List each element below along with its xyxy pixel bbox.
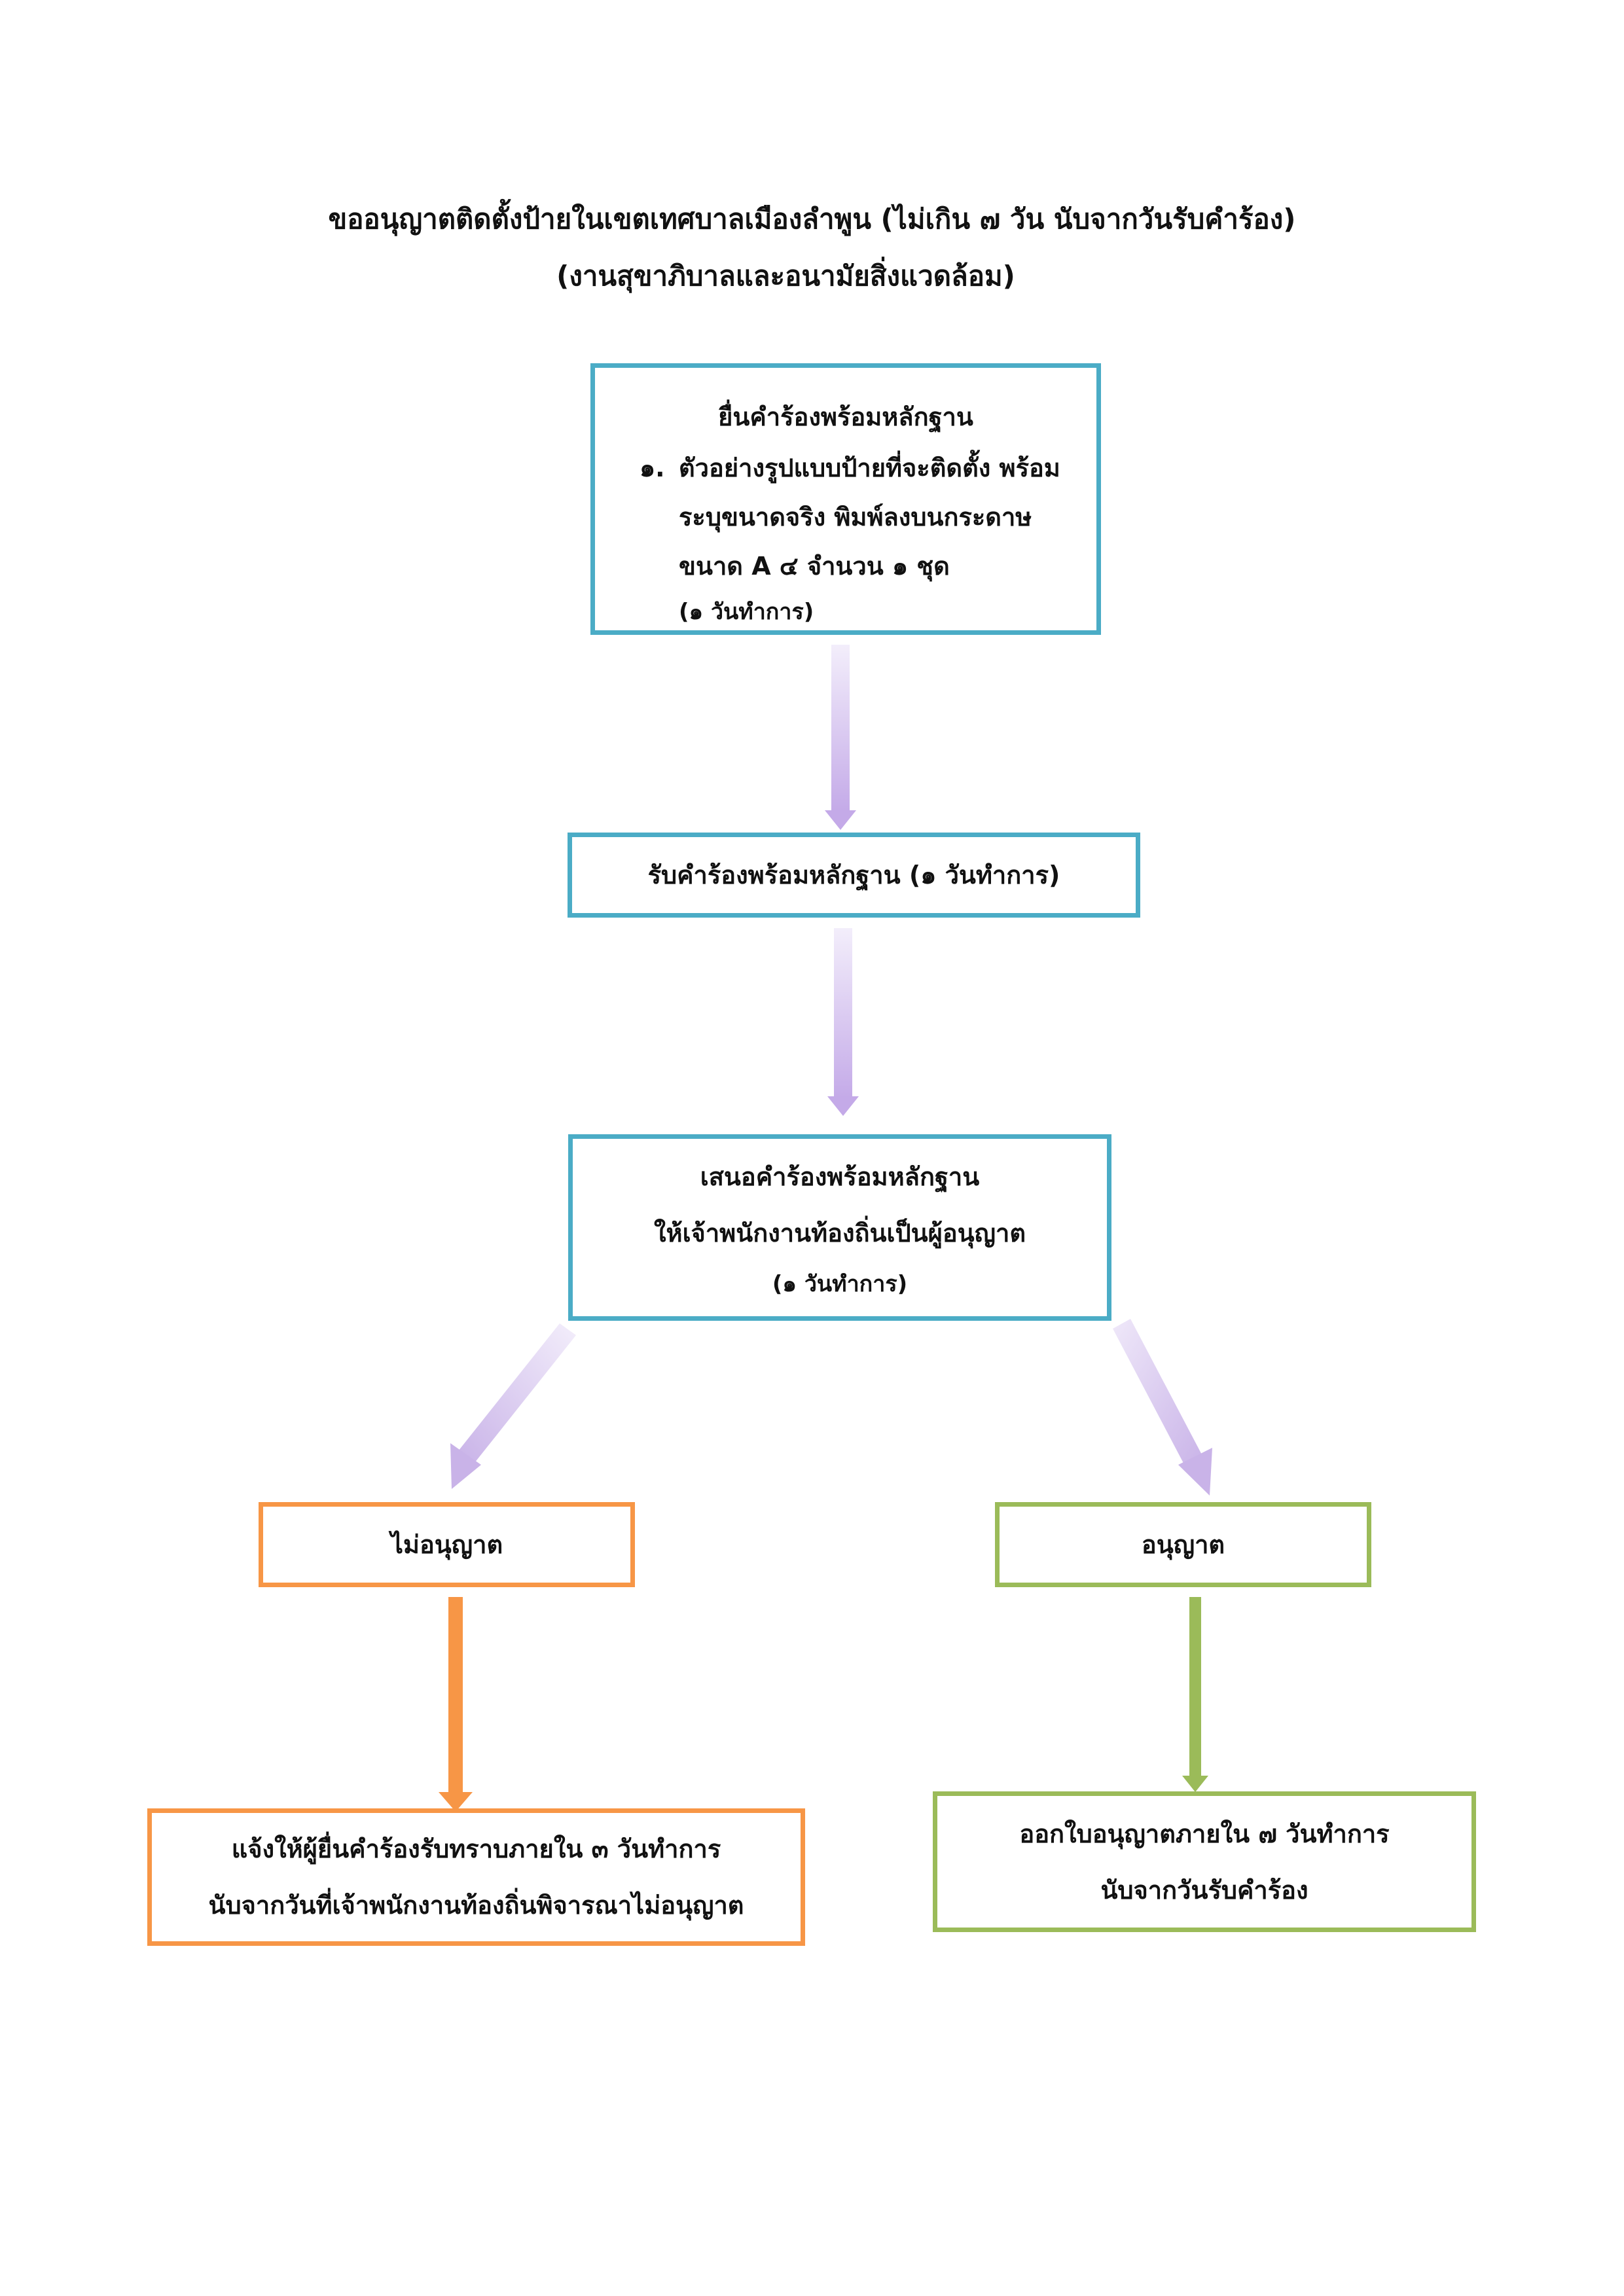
- deny-result-box: แจ้งให้ผู้ยื่นคำร้องรับทราบภายใน ๓ วันทำ…: [147, 1808, 805, 1946]
- deny-decision-box: ไม่อนุญาต: [259, 1502, 635, 1587]
- step1-item-line-2: ระบุขนาดจริง พิมพ์ลงบนกระดาษ: [679, 503, 1032, 531]
- title-line-2: (งานสุขาภิบาลและอนามัยสิ่งแวดล้อม): [556, 260, 1015, 292]
- approve-decision-box: อนุญาต: [995, 1502, 1371, 1587]
- deny-result-line-2: นับจากวันที่เจ้าพนักงานท้องถิ่นพิจารณาไม…: [208, 1891, 744, 1920]
- step-receive-request-box: รับคำร้องพร้อมหลักฐาน (๑ วันทำการ): [568, 833, 1140, 918]
- arrow-step3-to-deny: [450, 1323, 576, 1489]
- step1-item-line-1: ตัวอย่างรูปแบบป้ายที่จะติดตั้ง พร้อม: [679, 454, 1060, 482]
- approve-result-line-2: นับจากวันรับคำร้อง: [1100, 1875, 1308, 1905]
- step-submit-request-box: ยื่นคำร้องพร้อมหลักฐาน ๑. ตัวอย่างรูปแบบ…: [590, 363, 1101, 635]
- approve-label: อนุญาต: [1141, 1530, 1225, 1559]
- approve-result-line-1: ออกใบอนุญาตภายใน ๗ วันทำการ: [1019, 1819, 1390, 1848]
- arrow-step1-to-step2: [825, 645, 856, 830]
- arrow-deny-to-result: [439, 1597, 473, 1812]
- arrow-step2-to-step3: [827, 928, 859, 1116]
- step1-item-number: ๑.: [640, 454, 665, 482]
- flowchart-title: ขออนุญาตติดตั้งป้ายในเขตเทศบาลเมืองลำพูน…: [0, 200, 1624, 239]
- arrow-step3-to-approve: [1113, 1319, 1212, 1496]
- flowchart-subtitle: (งานสุขาภิบาลและอนามัยสิ่งแวดล้อม): [0, 257, 1598, 296]
- step3-duration: (๑ วันทำการ): [772, 1270, 908, 1297]
- step1-heading: ยื่นคำร้องพร้อมหลักฐาน: [718, 403, 973, 431]
- step1-duration: (๑ วันทำการ): [679, 599, 814, 625]
- approve-result-box: ออกใบอนุญาตภายใน ๗ วันทำการ นับจากวันรับ…: [933, 1791, 1476, 1932]
- deny-result-line-1: แจ้งให้ผู้ยื่นคำร้องรับทราบภายใน ๓ วันทำ…: [231, 1835, 721, 1863]
- step2-text: รับคำร้องพร้อมหลักฐาน (๑ วันทำการ): [647, 861, 1060, 889]
- arrow-approve-to-result: [1182, 1597, 1208, 1792]
- step3-line-2: ให้เจ้าพนักงานท้องถิ่นเป็นผู้อนุญาต: [653, 1218, 1026, 1247]
- step-propose-request-box: เสนอคำร้องพร้อมหลักฐาน ให้เจ้าพนักงานท้อ…: [568, 1134, 1111, 1321]
- title-line-1: ขออนุญาตติดตั้งป้ายในเขตเทศบาลเมืองลำพูน…: [328, 203, 1296, 235]
- step1-item-line-3: ขนาด A ๔ จำนวน ๑ ชุด: [679, 552, 950, 581]
- deny-label: ไม่อนุญาต: [390, 1530, 503, 1559]
- step3-line-1: เสนอคำร้องพร้อมหลักฐาน: [700, 1162, 980, 1191]
